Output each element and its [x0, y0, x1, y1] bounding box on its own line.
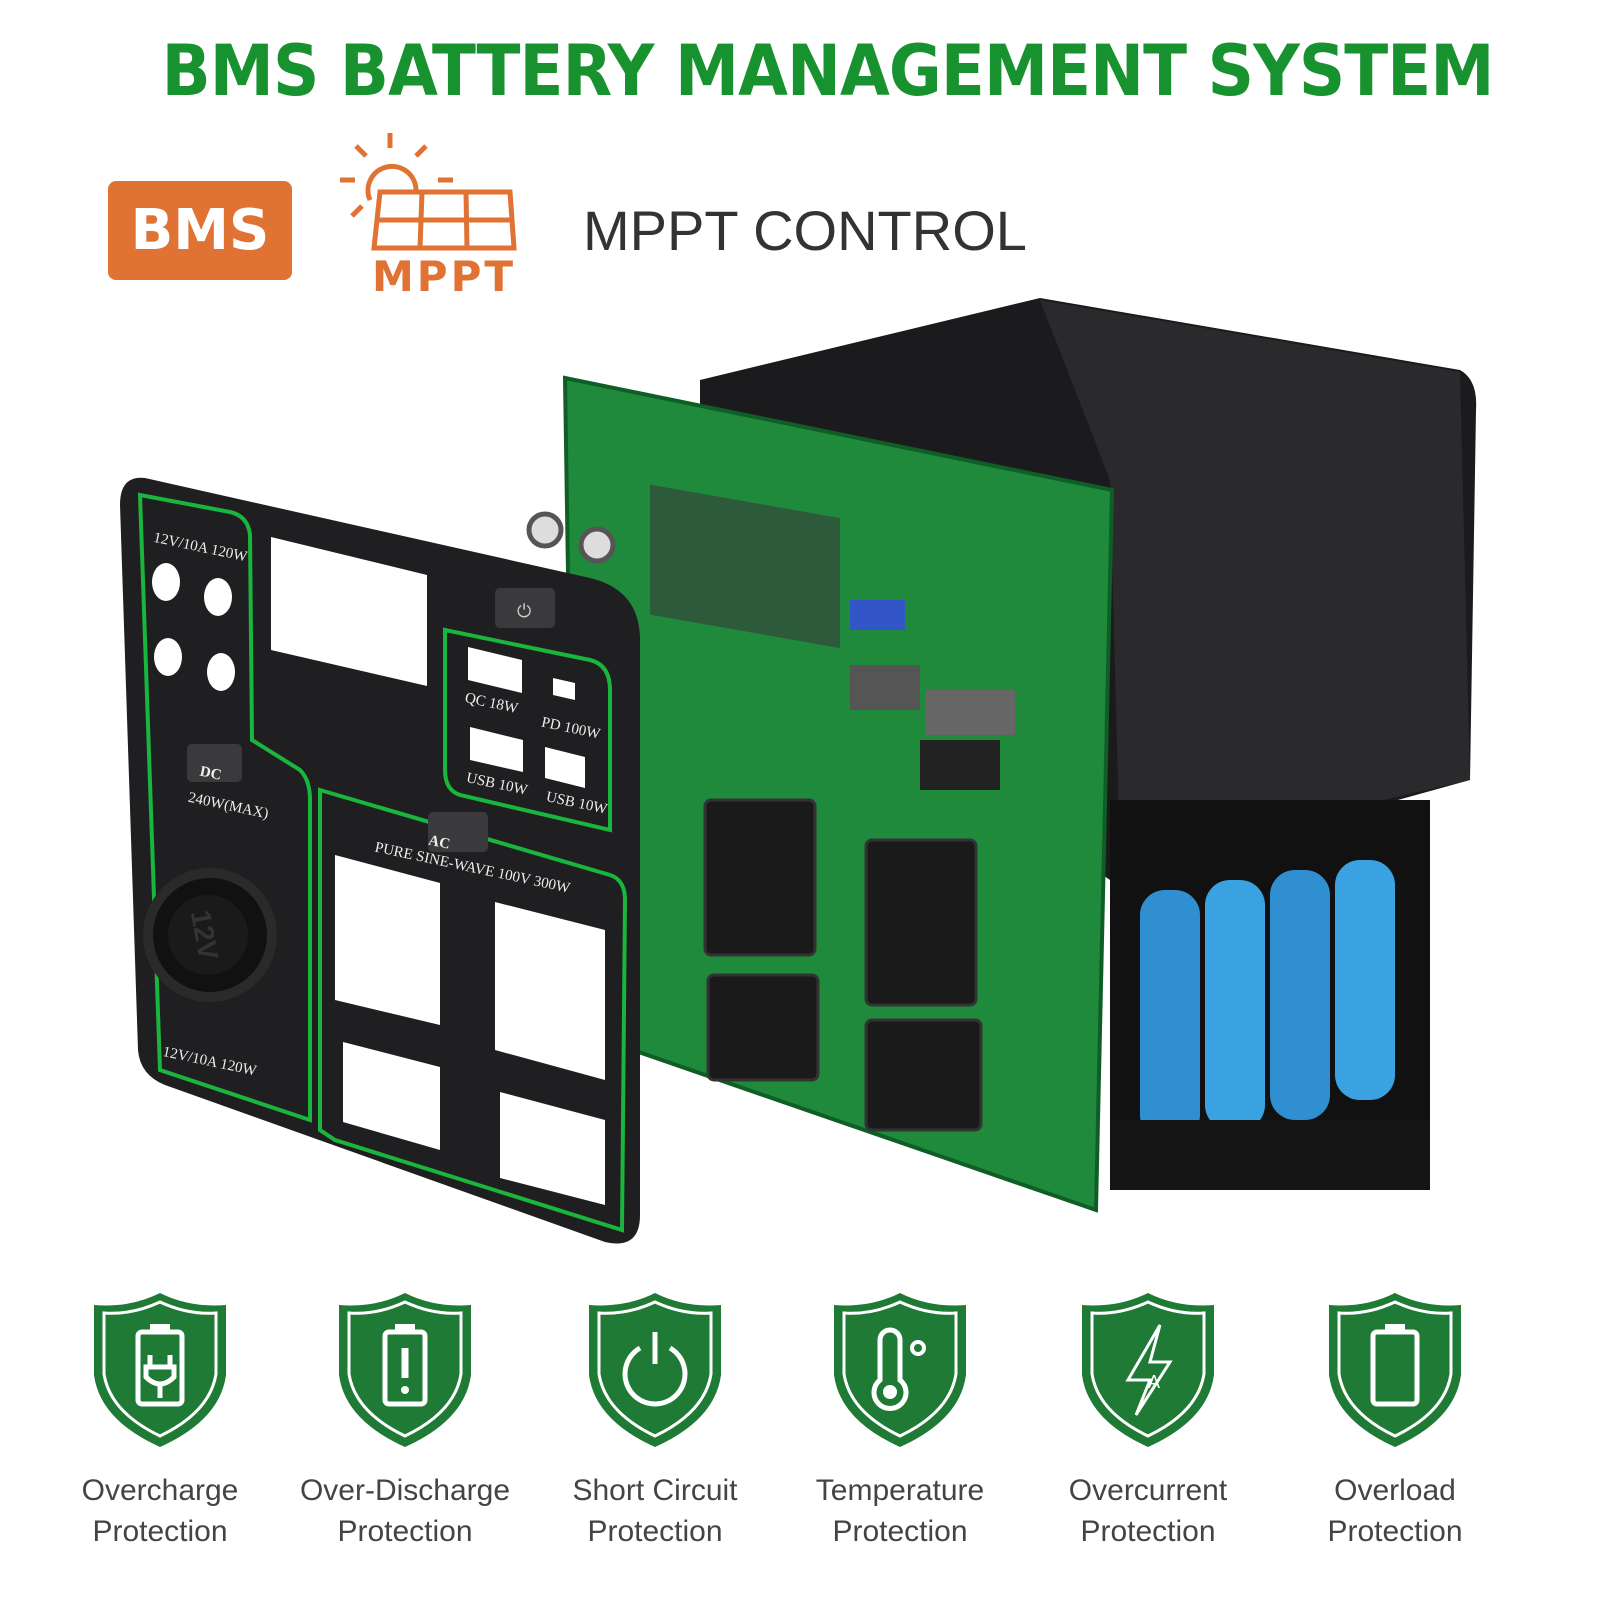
- feature-title: Short Circuit: [572, 1474, 738, 1507]
- circuit-board: [526, 375, 1115, 1213]
- solar-panel-icon: [340, 133, 517, 251]
- power-button: [495, 588, 555, 628]
- feature-title: Overcharge: [81, 1474, 239, 1507]
- power-icon: [589, 1293, 721, 1447]
- battery-warning-icon: [339, 1293, 471, 1447]
- battery-icon: [1329, 1293, 1461, 1447]
- bms-badge: BMS: [108, 181, 292, 280]
- svg-text:⏻: ⏻: [517, 601, 531, 621]
- feature-subtitle: Protection: [1080, 1515, 1216, 1548]
- front-panel: ⏻ 12V/10A 120W DC 240W(MAX) QC 18W PD 10…: [120, 477, 640, 1244]
- lightning-icon: A: [1082, 1293, 1214, 1447]
- mppt-label: MPPT: [372, 252, 517, 301]
- feature-subtitle: Protection: [587, 1515, 723, 1548]
- feature-title: Overcurrent: [1068, 1474, 1228, 1507]
- feature-subtitle: Protection: [92, 1515, 228, 1548]
- feature-subtitle: Protection: [337, 1515, 473, 1548]
- power-station-exploded-view: ⏻ 12V/10A 120W DC 240W(MAX) QC 18W PD 10…: [120, 298, 1477, 1244]
- dc-button-label: DC: [198, 764, 223, 784]
- feature-subtitle: Protection: [832, 1515, 968, 1548]
- page-title: BMS BATTERY MANAGEMENT SYSTEM: [161, 30, 1495, 112]
- ac-button-label: AC: [427, 833, 452, 853]
- feature-title: Temperature: [815, 1474, 985, 1507]
- feature-subtitle: Protection: [1327, 1515, 1463, 1548]
- battery-cells: [1110, 800, 1430, 1190]
- svg-text:A: A: [1148, 1372, 1160, 1392]
- thermometer-icon: [834, 1293, 966, 1447]
- mppt-control-heading: MPPT CONTROL: [583, 199, 1027, 262]
- feature-title: Overload: [1334, 1474, 1456, 1507]
- feature-title: Over-Discharge: [299, 1474, 511, 1507]
- battery-plug-icon: [94, 1293, 226, 1447]
